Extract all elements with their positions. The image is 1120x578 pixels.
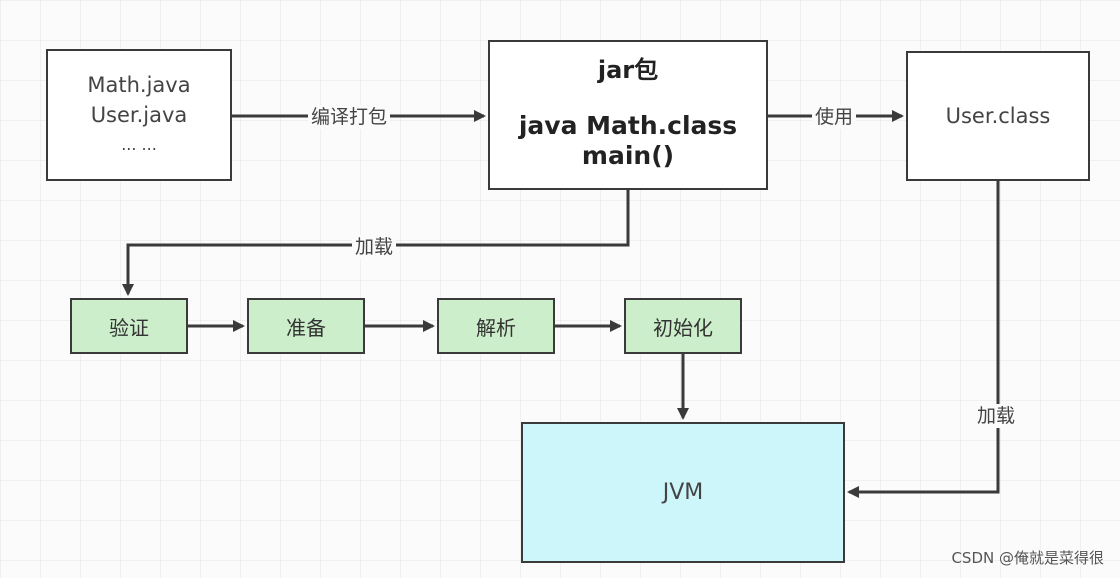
step-resolve-node: 解析 xyxy=(437,298,555,354)
step-initialize-node: 初始化 xyxy=(624,298,742,354)
jvm-node: JVM xyxy=(521,422,845,563)
edge-load-from-jar-label: 加载 xyxy=(352,235,397,259)
step-prepare-node: 准备 xyxy=(247,298,365,354)
watermark: CSDN @俺就是菜得很 xyxy=(951,549,1104,567)
jar-main-method: main() xyxy=(581,141,675,170)
user-class-node: User.class xyxy=(906,51,1090,181)
jar-run-command: java Math.class xyxy=(518,111,738,140)
user-class-label: User.class xyxy=(945,104,1051,128)
source-file-user: User.java xyxy=(90,103,188,127)
edge-load-from-user-class-arrow xyxy=(847,181,1000,498)
jar-title: jar包 xyxy=(597,56,659,84)
source-file-ellipsis: ... ... xyxy=(121,135,157,154)
step-initialize-label: 初始化 xyxy=(653,315,713,340)
edge-load-from-user-class-label: 加载 xyxy=(974,404,1019,428)
jar-package-node: jar包 java Math.class main() xyxy=(488,40,768,190)
step-verify-node: 验证 xyxy=(70,298,188,354)
source-file-math: Math.java xyxy=(87,73,191,97)
jvm-label: JVM xyxy=(662,480,704,505)
step-verify-label: 验证 xyxy=(109,315,149,340)
edge-use-label: 使用 xyxy=(812,105,857,129)
step-prepare-label: 准备 xyxy=(286,315,326,340)
source-files-node: Math.java User.java ... ... xyxy=(46,49,232,181)
edge-compile-label: 编译打包 xyxy=(308,105,391,129)
step-resolve-label: 解析 xyxy=(476,315,516,340)
